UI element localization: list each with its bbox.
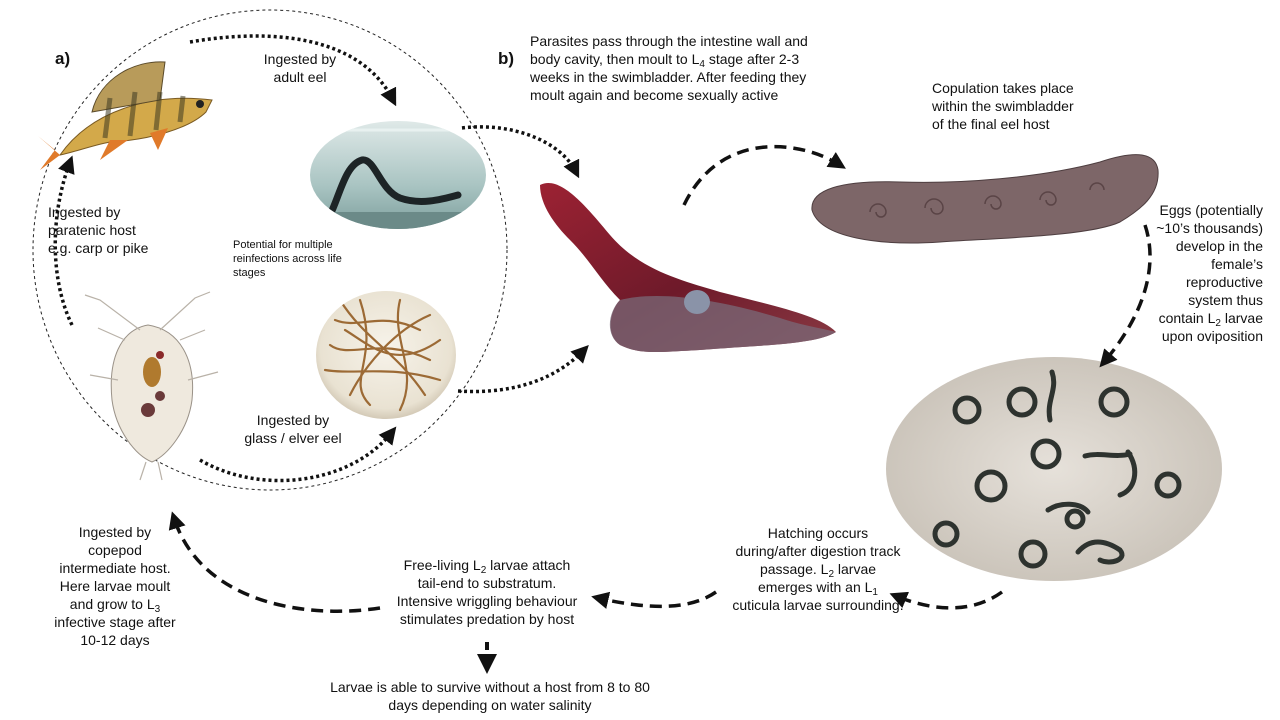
label-copulation: Copulation takes place within the swimbl… bbox=[932, 80, 1074, 132]
label-free-living: Free-living L2 larvae attach tail-end to… bbox=[396, 557, 578, 627]
label-copepod: Ingested by copepod intermediate host. H… bbox=[54, 524, 176, 648]
arrow-free-living-to-copepod bbox=[168, 511, 381, 613]
label-ingested-adult-eel: Ingested by adult eel bbox=[263, 51, 337, 85]
arrow-larvae-to-hatching bbox=[889, 590, 1004, 610]
panel-b-label: b) bbox=[498, 49, 515, 68]
adult-eel-tank-image bbox=[310, 121, 486, 229]
reinfection-circle bbox=[32, 9, 508, 491]
opened-swimbladder-image bbox=[811, 154, 1159, 244]
label-ingested-glass-eel: Ingested by glass / elver eel bbox=[244, 412, 342, 446]
infected-swimbladder-image bbox=[540, 183, 836, 353]
arrow-elvers-to-swimbladder bbox=[457, 344, 589, 394]
label-survive: Larvae is able to survive without a host… bbox=[330, 679, 650, 713]
arrow-adult-eel-to-swimbladder bbox=[461, 125, 580, 179]
arrow-red-to-grey-bladder bbox=[682, 144, 846, 206]
elvers-dish-image bbox=[316, 291, 456, 419]
copepod-image bbox=[84, 291, 219, 481]
arrow-hatching-to-free-living bbox=[591, 590, 717, 609]
label-eggs: Eggs (potentially ~10’s thousands) devel… bbox=[1156, 202, 1263, 344]
label-reinfection: Potential for multiple reinfections acro… bbox=[233, 239, 342, 279]
panel-a-label: a) bbox=[55, 49, 71, 68]
arrow-fish-to-adult-eel bbox=[189, 34, 397, 107]
arrow-copepod-to-elvers bbox=[199, 426, 397, 483]
arrow-copepod-to-fish bbox=[53, 155, 75, 326]
label-parasites-pass: Parasites pass through the intestine wal… bbox=[530, 33, 808, 103]
label-hatching: Hatching occurs during/after digestion t… bbox=[732, 525, 904, 613]
label-ingested-paratenic: Ingested by paratenic host e.g. carp or … bbox=[48, 204, 149, 256]
larvae-dish-image bbox=[886, 357, 1222, 581]
perch-fish-image bbox=[38, 61, 213, 170]
